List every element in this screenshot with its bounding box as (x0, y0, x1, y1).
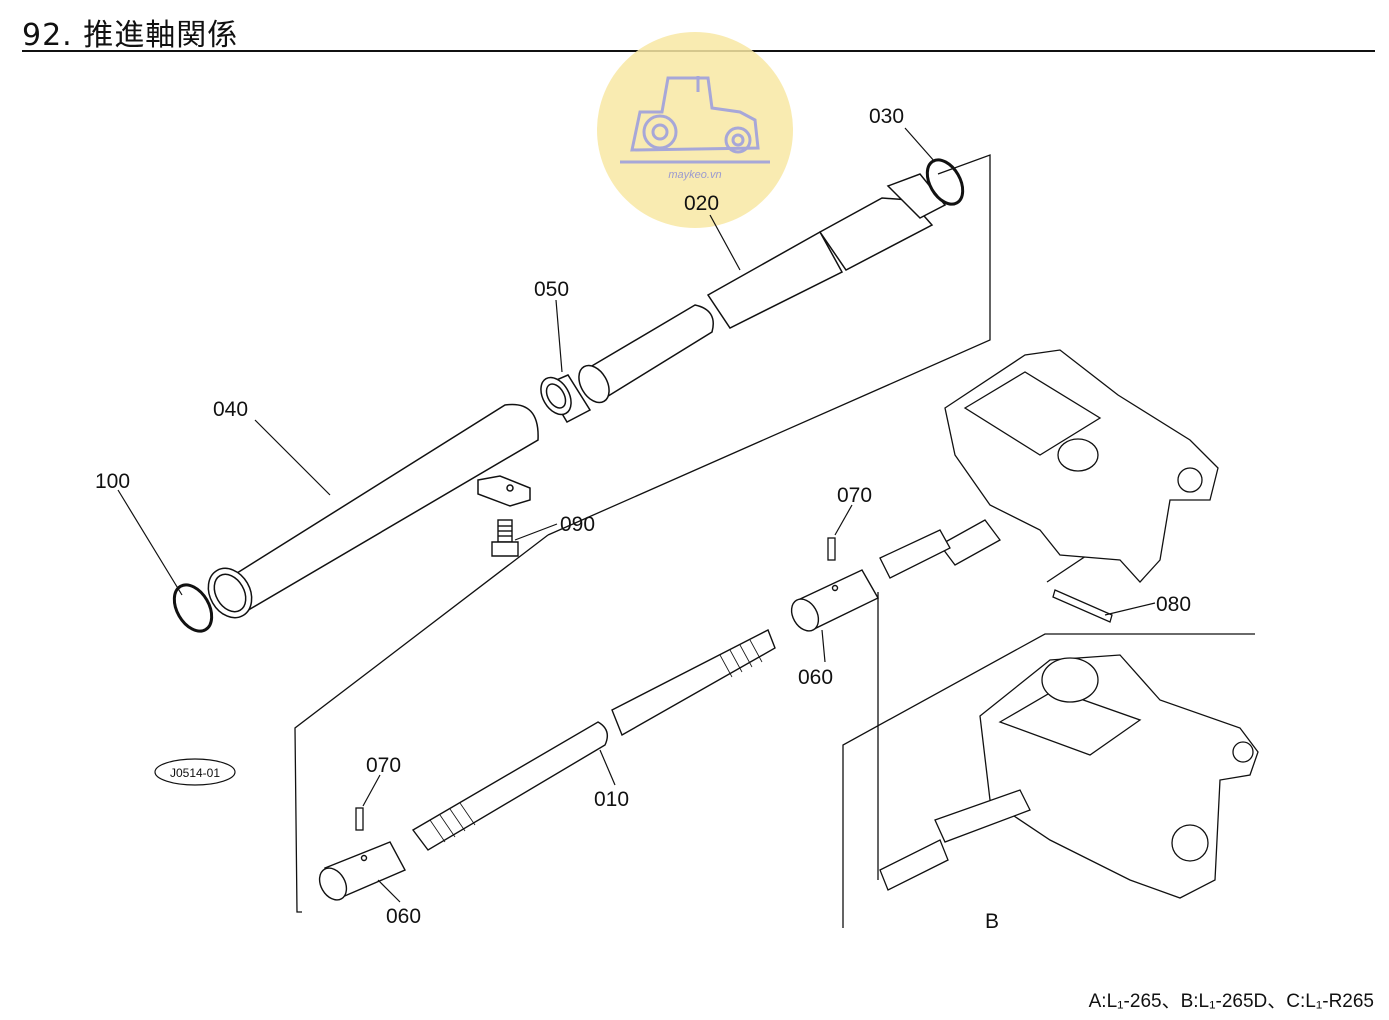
pin-070-upper (827, 537, 836, 561)
o-ring-030 (925, 158, 965, 206)
callout-030: 030 (869, 105, 904, 128)
page-title: 92. 推進軸関係 (22, 18, 239, 53)
callout-010: 010 (594, 788, 629, 811)
sleeve-060-upper (790, 569, 879, 632)
o-ring-100 (172, 583, 214, 633)
pin-080 (1052, 589, 1113, 623)
bolt-090 (491, 519, 519, 557)
callout-070-lower: 070 (366, 754, 401, 777)
outer-tube-040 (207, 403, 539, 619)
diagram-code-badge: J0514-01 (154, 758, 236, 786)
callout-060-lower: 060 (386, 905, 421, 928)
callout-020: 020 (684, 192, 719, 215)
coupling-050 (540, 374, 592, 423)
pin-070-lower (355, 807, 364, 831)
diagram-code: J0514-01 (170, 766, 220, 780)
inner-tube-020 (578, 173, 947, 404)
watermark: maykeo.vn (597, 32, 793, 228)
shaft-010 (411, 629, 776, 851)
callout-070-upper: 070 (837, 484, 872, 507)
watermark-text: maykeo.vn (668, 169, 721, 181)
callout-090: 090 (560, 513, 595, 536)
callout-080: 080 (1156, 593, 1191, 616)
transmission-housing-upper (879, 349, 1219, 583)
callout-100: 100 (95, 470, 130, 493)
callout-050: 050 (534, 278, 569, 301)
callout-060-upper: 060 (798, 666, 833, 689)
transmission-housing-lower (879, 654, 1259, 899)
model-applicability-note: A:L₁-265、B:L₁-265D、C:L₁-R265 (1088, 991, 1374, 1012)
sleeve-060-lower (318, 841, 406, 901)
callout-040: 040 (213, 398, 248, 421)
tractor-logo-icon (620, 76, 770, 164)
leader-lines (117, 127, 1156, 903)
variant-label: B (985, 910, 999, 933)
frame-lines (294, 154, 1255, 928)
callout-labels: 030 020 050 040 100 090 070 080 060 070 … (95, 105, 1191, 928)
